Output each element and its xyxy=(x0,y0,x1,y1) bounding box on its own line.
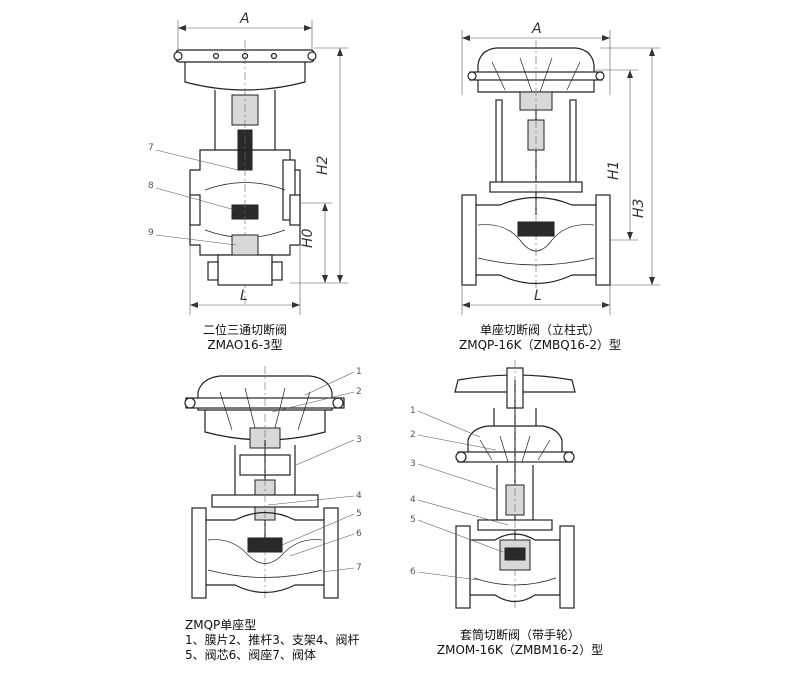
springs xyxy=(491,57,581,93)
actuator-dome xyxy=(477,47,595,93)
caption-zmqp-column: 单座切断阀（立柱式） ZMQP-16K（ZMBQ16-2）型 xyxy=(440,323,640,353)
dim-label-a: A xyxy=(239,11,250,27)
side-flange-right xyxy=(289,194,301,226)
leader-zmom-4: 4 xyxy=(410,495,416,505)
caption-zmqp: ZMQP单座型 1、膜片2、推杆3、支架4、阀杆 5、阀芯6、阀座7、阀体 xyxy=(185,618,360,663)
flange-right-column xyxy=(595,194,611,286)
caption-zmqp-parts-2: 5、阀芯6、阀座7、阀体 xyxy=(185,648,316,662)
column-left xyxy=(495,99,503,186)
leader-7: 7 xyxy=(148,143,154,153)
leader-zmom-2: 2 xyxy=(410,430,416,440)
dimension-l-zmao: L xyxy=(189,245,301,315)
dimension-a-column: A xyxy=(461,21,611,95)
flange-right-zmom xyxy=(559,525,575,609)
caption-zmao-model: ZMAO16-3型 xyxy=(207,338,283,352)
lower-seat xyxy=(231,234,259,256)
yoke xyxy=(214,90,276,150)
leader-zmom-3: 3 xyxy=(410,459,416,469)
dim-label-l: L xyxy=(240,288,248,304)
leader-8: 8 xyxy=(148,181,154,191)
leaders-zmqp: 1 2 3 4 5 6 7 xyxy=(267,367,362,573)
leader-9: 9 xyxy=(148,228,154,238)
diagram-zmqp-column: A L xyxy=(461,21,660,315)
leader-zmom-5: 5 xyxy=(410,515,416,525)
dim-label-h2: H2 xyxy=(315,155,331,175)
leader-3: 3 xyxy=(356,435,362,445)
valve-plug-column xyxy=(517,221,555,237)
flange-left-zmqp xyxy=(191,507,207,599)
side-flange-left xyxy=(189,194,201,226)
dimension-h0: H0 xyxy=(300,202,332,283)
leader-4: 4 xyxy=(356,491,362,501)
caption-zmao: 二位三通切断阀 ZMAO16-3型 xyxy=(170,323,320,353)
yoke-zmom xyxy=(496,465,534,520)
diagram-zmom: 1 2 3 4 5 6 xyxy=(410,360,576,610)
leader-zmom-6: 6 xyxy=(410,567,416,577)
caption-zmqp-title: ZMQP单座型 xyxy=(185,618,257,632)
dimension-h2: H2 xyxy=(290,47,348,284)
leader-zmom-1: 1 xyxy=(410,406,416,416)
bottom-port xyxy=(217,254,273,286)
leader-1: 1 xyxy=(356,367,362,377)
caption-zmqp-column-model: ZMQP-16K（ZMBQ16-2）型 xyxy=(459,338,621,352)
leader-7-body: 7 xyxy=(356,563,362,573)
leaders-zmao: 7 8 9 xyxy=(148,143,239,246)
caption-zmao-title: 二位三通切断阀 xyxy=(202,323,287,337)
caption-zmqp-parts-1: 1、膜片2、推杆3、支架4、阀杆 xyxy=(185,633,360,647)
flange-left-column xyxy=(461,194,477,286)
dim-label-l-column: L xyxy=(534,288,542,304)
valve-plug-zmqp xyxy=(247,537,283,553)
flange-left-zmom xyxy=(455,525,471,609)
dim-label-h1: H1 xyxy=(606,161,622,180)
caption-zmom-title: 套筒切断阀（带手轮） xyxy=(459,628,580,642)
dimension-a-zmao: A xyxy=(177,11,313,50)
flange-right-zmqp xyxy=(323,507,339,599)
diagram-zmao: A L xyxy=(148,11,348,315)
column-right xyxy=(569,99,577,186)
dimension-l-column: L xyxy=(461,285,611,315)
leader-5: 5 xyxy=(356,509,362,519)
leaders-zmom: 1 2 3 4 5 6 xyxy=(410,406,509,581)
bolt-right xyxy=(307,51,317,61)
dim-label-h3: H3 xyxy=(631,199,647,218)
leader-2: 2 xyxy=(356,387,362,397)
caption-zmom: 套筒切断阀（带手轮） ZMOM-16K（ZMBM16-2）型 xyxy=(420,628,620,658)
caption-zmqp-column-title: 单座切断阀（立柱式） xyxy=(479,323,600,337)
valve-plug-zmom xyxy=(504,547,526,561)
dim-label-a-column: A xyxy=(531,21,542,37)
caption-zmom-model: ZMOM-16K（ZMBM16-2）型 xyxy=(436,643,604,657)
dim-label-h0: H0 xyxy=(300,228,316,248)
bolt-left xyxy=(173,51,183,61)
diagram-zmqp: 1 2 3 4 5 6 7 xyxy=(184,366,362,600)
dimension-h1: H1 xyxy=(594,69,638,241)
leader-6: 6 xyxy=(356,529,362,539)
yoke-zmqp xyxy=(234,445,296,495)
dimension-h3: H3 xyxy=(600,47,660,286)
